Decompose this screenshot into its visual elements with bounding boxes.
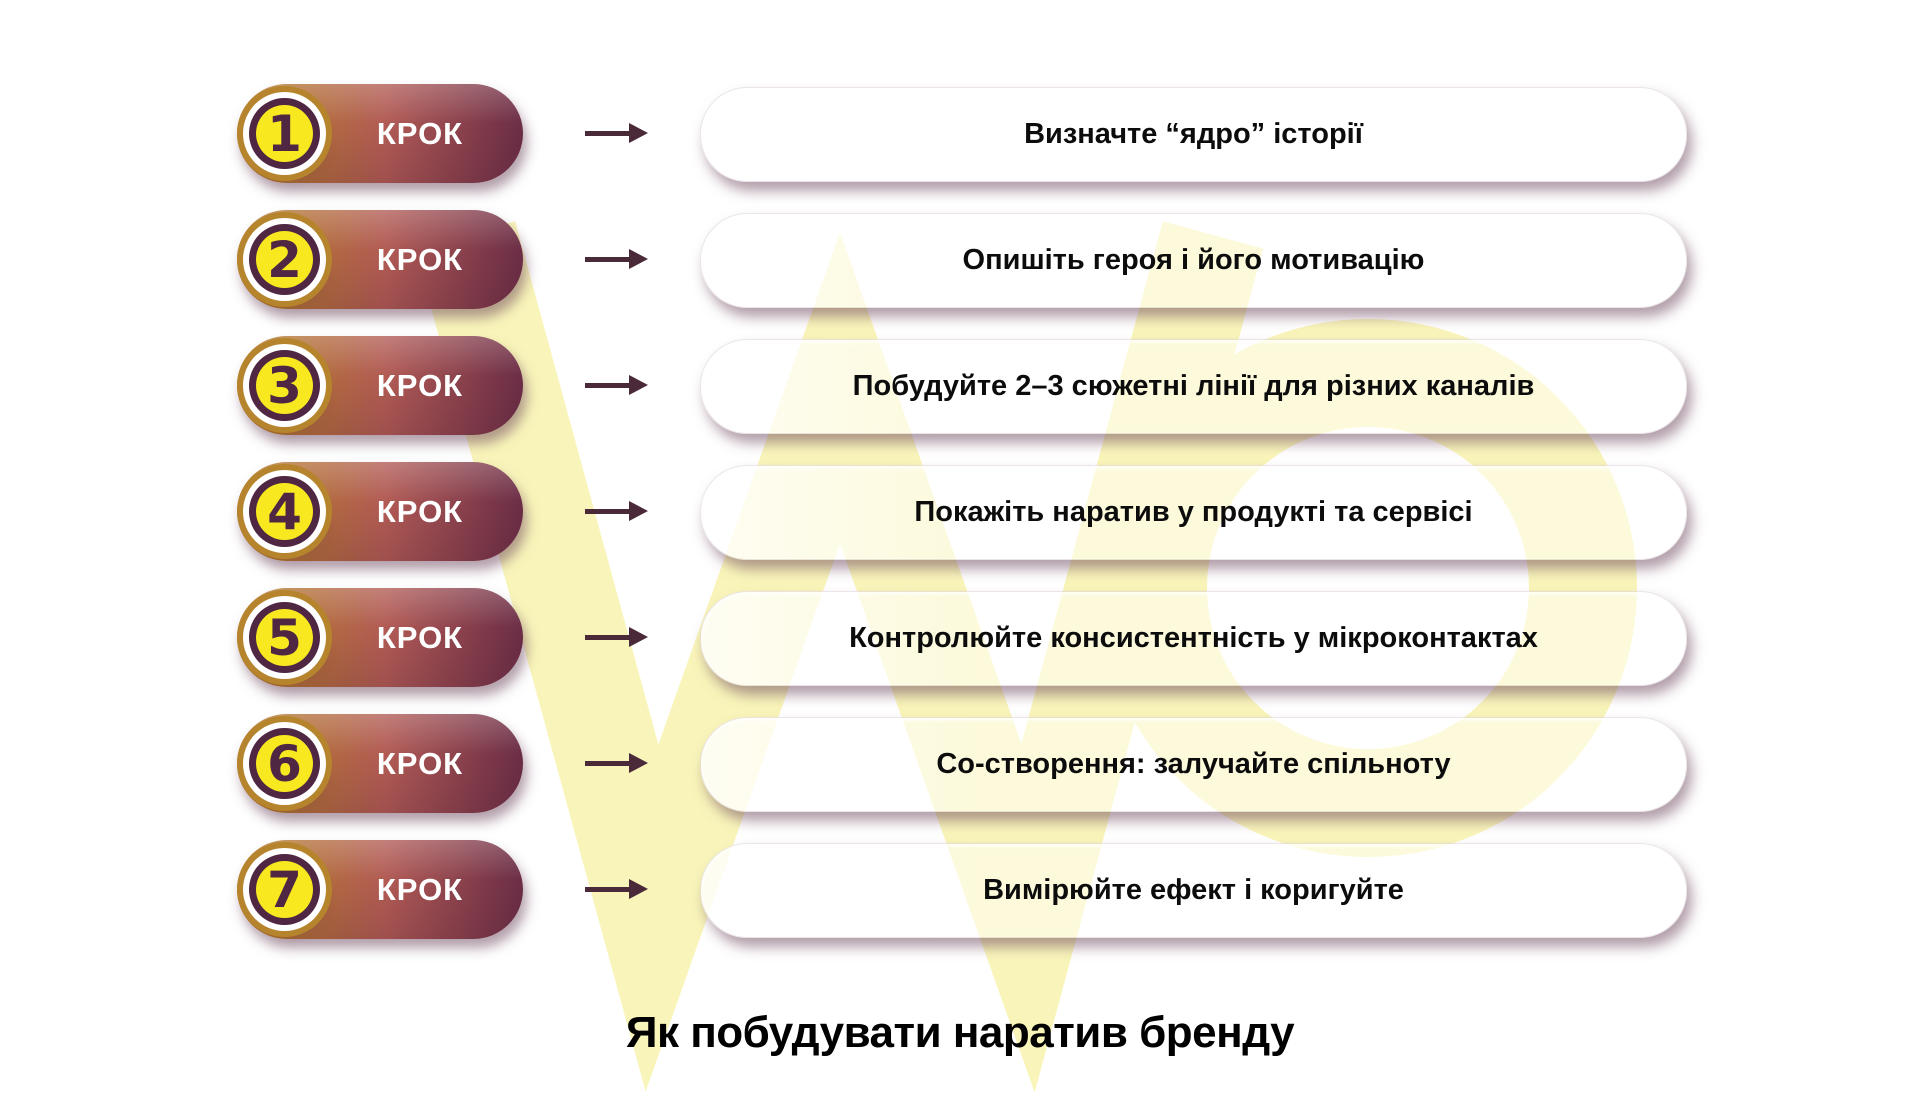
step-pill (237, 84, 523, 183)
step-row: 4 КРОК Покажіть наратив у продукті та се… (0, 462, 1920, 561)
step-number-badge: 6 (256, 735, 313, 792)
step-label: КРОК (376, 745, 464, 781)
arrow-head (629, 249, 648, 269)
step-text-box: Покажіть наратив у продукті та сервісі (700, 465, 1687, 560)
arrow-right-icon (585, 840, 649, 939)
arrow-right-icon (585, 84, 649, 183)
step-number: 6 (267, 734, 302, 793)
step-number: 4 (267, 482, 302, 541)
arrow-head (629, 753, 648, 773)
arrow-shaft (585, 131, 631, 136)
step-number-badge: 4 (256, 483, 313, 540)
arrow-head (629, 375, 648, 395)
step-label: КРОК (376, 241, 464, 277)
step-label: КРОК (376, 871, 464, 907)
step-row: 3 КРОК Побудуйте 2–3 сюжетні лінії для р… (0, 336, 1920, 435)
step-row: 5 КРОК Контролюйте консистентність у мік… (0, 588, 1920, 687)
step-row: 1 КРОК Визначте “ядро” історії (0, 84, 1920, 183)
step-number-badge: 1 (256, 105, 313, 162)
step-number: 5 (267, 608, 302, 667)
step-number-badge: 2 (256, 231, 313, 288)
arrow-right-icon (585, 714, 649, 813)
arrow-right-icon (585, 588, 649, 687)
step-text-box: Опишіть героя і його мотивацію (700, 213, 1687, 308)
step-text-box: Со-створення: залучайте спільноту (700, 717, 1687, 812)
step-text: Опишіть героя і його мотивацію (962, 244, 1425, 276)
step-text-box: Побудуйте 2–3 сюжетні лінії для різних к… (700, 339, 1687, 434)
step-number: 2 (267, 230, 302, 289)
step-text: Покажіть наратив у продукті та сервісі (914, 496, 1473, 528)
step-text: Вимірюйте ефект і коригуйте (983, 874, 1404, 906)
step-text-box: Контролюйте консистентність у мікроконта… (700, 591, 1687, 686)
step-row: 2 КРОК Опишіть героя і його мотивацію (0, 210, 1920, 309)
step-number: 1 (267, 104, 302, 163)
step-row: 6 КРОК Со-створення: залучайте спільноту (0, 714, 1920, 813)
arrow-right-icon (585, 462, 649, 561)
arrow-head (629, 627, 648, 647)
step-text: Побудуйте 2–3 сюжетні лінії для різних к… (852, 370, 1535, 402)
step-pill (237, 210, 523, 309)
page-title: Як побудувати наратив бренду (625, 1008, 1295, 1057)
step-number-badge: 5 (256, 609, 313, 666)
step-number-badge: 3 (256, 357, 313, 414)
step-pill (237, 462, 523, 561)
step-number-badge: 7 (256, 861, 313, 918)
arrow-right-icon (585, 336, 649, 435)
step-label: КРОК (376, 367, 464, 403)
arrow-shaft (585, 383, 631, 388)
step-text-box: Визначте “ядро” історії (700, 87, 1687, 182)
arrow-right-icon (585, 210, 649, 309)
arrow-head (629, 501, 648, 521)
step-label: КРОК (376, 619, 464, 655)
step-text: Со-створення: залучайте спільноту (936, 748, 1451, 780)
arrow-shaft (585, 635, 631, 640)
step-label: КРОК (376, 115, 464, 151)
arrow-head (629, 123, 648, 143)
arrow-head (629, 879, 648, 899)
step-pill (237, 714, 523, 813)
step-number: 3 (267, 356, 302, 415)
step-label: КРОК (376, 493, 464, 529)
arrow-shaft (585, 761, 631, 766)
step-row: 7 КРОК Вимірюйте ефект і коригуйте (0, 840, 1920, 939)
arrow-shaft (585, 257, 631, 262)
step-text-box: Вимірюйте ефект і коригуйте (700, 843, 1687, 938)
step-text: Контролюйте консистентність у мікроконта… (849, 622, 1538, 654)
step-text: Визначте “ядро” історії (1024, 118, 1363, 150)
step-number: 7 (267, 860, 302, 919)
arrow-shaft (585, 509, 631, 514)
arrow-shaft (585, 887, 631, 892)
